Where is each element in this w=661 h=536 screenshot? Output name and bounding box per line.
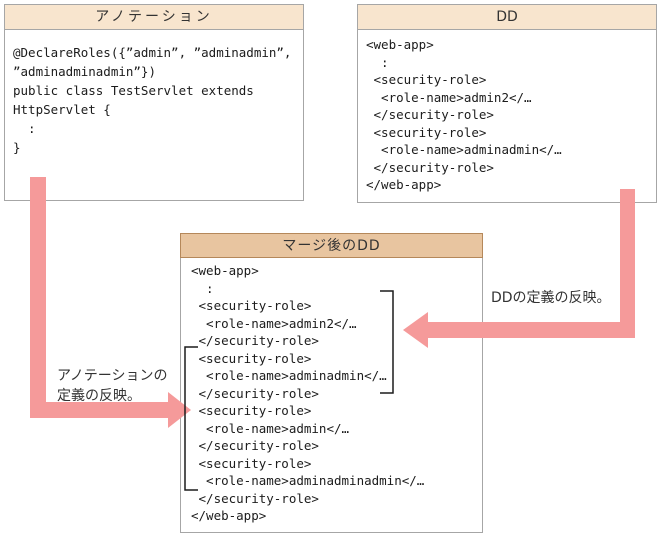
dd-panel-title: DD <box>358 5 656 30</box>
code-line: @DeclareRoles({”admin”, ”adminadmin”, <box>13 45 292 60</box>
code-line: HttpServlet { <box>13 102 111 117</box>
code-line: <security-role> <box>191 403 312 418</box>
code-line: <role-name>admin2</… <box>366 89 532 105</box>
code-line: <web-app> <box>366 37 434 52</box>
merged-dd-panel-title: マージ後のDD <box>180 233 483 258</box>
code-line: : <box>366 54 389 70</box>
code-line: </security-role> <box>191 490 319 506</box>
code-line: </web-app> <box>366 177 442 192</box>
merged-dd-panel: マージ後のDD <web-app> : <security-role> <rol… <box>180 233 483 533</box>
dd-panel: DD <web-app> : <security-role> <role-nam… <box>357 4 657 203</box>
merged-dd-code-block: <web-app> : <security-role> <role-name>a… <box>181 258 482 525</box>
code-line: } <box>13 140 21 155</box>
annotation-arrow-label: アノテーションの 定義の反映。 <box>57 368 168 404</box>
code-line: <role-name>adminadminadmin</… <box>191 473 425 488</box>
code-line: <role-name>admin2</… <box>191 315 357 331</box>
code-line: </web-app> <box>191 508 267 523</box>
code-line: </security-role> <box>191 333 319 348</box>
code-line: <security-role> <box>366 72 487 87</box>
dd-code-block: <web-app> : <security-role> <role-name>a… <box>358 30 656 194</box>
code-line: </security-role> <box>366 107 494 122</box>
code-line: <security-role> <box>191 298 312 313</box>
code-line: </security-role> <box>366 159 494 175</box>
annotation-panel-title: アノテーション <box>5 5 303 30</box>
code-line: ”adminadminadmin”}) <box>13 64 156 79</box>
code-line: </security-role> <box>191 385 319 401</box>
code-line: <role-name>adminadmin</… <box>191 368 387 383</box>
code-line: <role-name>adminadmin</… <box>366 142 562 157</box>
code-line: <web-app> <box>191 263 259 278</box>
code-line: <security-role> <box>191 350 312 366</box>
code-line: <security-role> <box>366 124 487 140</box>
code-line: : <box>191 280 214 296</box>
code-line: <role-name>admin</… <box>191 420 350 436</box>
annotation-panel: アノテーション @DeclareRoles({”admin”, ”adminad… <box>4 4 304 201</box>
code-line: <security-role> <box>191 455 312 471</box>
code-line: </security-role> <box>191 438 319 453</box>
code-line: : <box>13 121 36 136</box>
code-line: public class TestServlet extends <box>13 83 254 98</box>
annotation-code-block: @DeclareRoles({”admin”, ”adminadmin”, ”a… <box>5 30 303 157</box>
dd-arrow-label: DDの定義の反映。 <box>491 290 611 306</box>
